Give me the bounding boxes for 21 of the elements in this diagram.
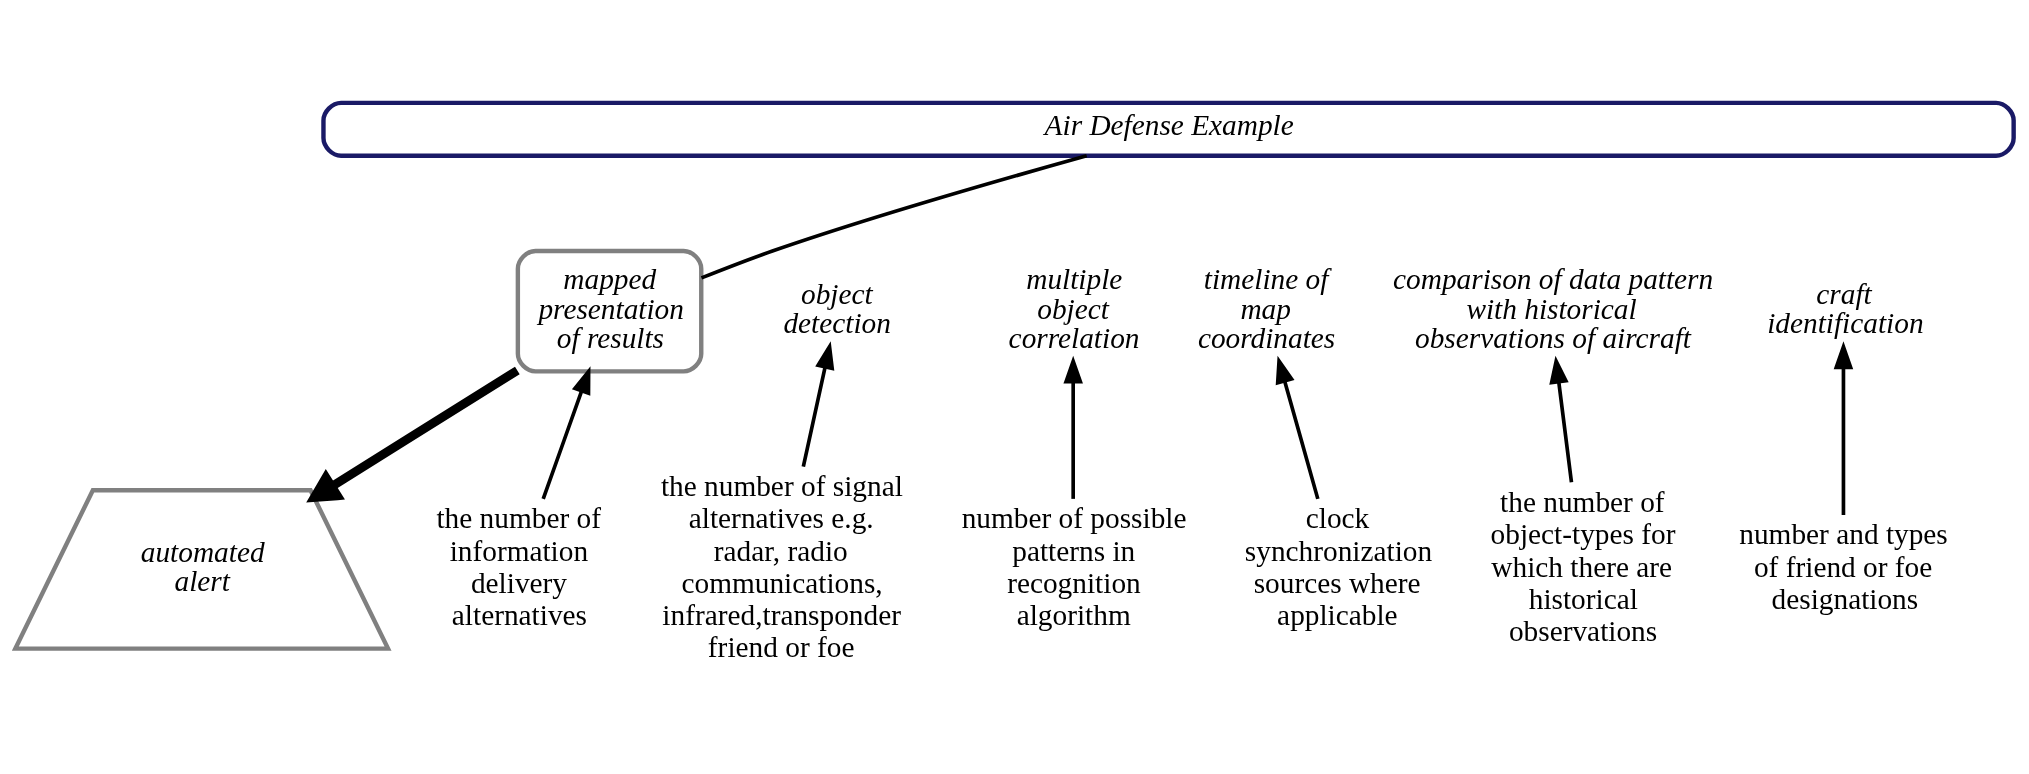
connector: [700, 153, 1088, 280]
node-text: the number of object-types for which there are historical observations: [1490, 485, 1676, 647]
arrow: [541, 365, 591, 499]
arrow: [801, 340, 835, 467]
node-text: number and types of friend or foe designations: [1739, 517, 1948, 615]
node-text: craft identification: [1767, 277, 1924, 339]
node-text: the number of information delivery alternatives: [436, 501, 601, 631]
node-text: the number of signal alternatives e.g. radar, radio communications, infrared,transponder friend or foe: [660, 469, 903, 663]
arrow: [1549, 355, 1574, 482]
node-text: comparison of data pattern with historical observations of aircraft: [1393, 262, 1714, 354]
arrow: [1063, 355, 1083, 499]
node-text: object detection: [783, 277, 891, 339]
arrow: [1275, 355, 1320, 499]
arrow: [306, 366, 520, 503]
node-box: mapped presentation of results: [515, 248, 704, 374]
node-text: number of possible patterns in recognition algorithm: [961, 501, 1187, 631]
arrow: [1833, 340, 1854, 515]
node-text: clock synchronization sources where applicable: [1244, 501, 1433, 631]
node-box: Air Defense Example: [321, 100, 2016, 158]
node-text: multiple object correlation: [1008, 262, 1140, 354]
node-text: timeline of map coordinates: [1197, 262, 1336, 354]
